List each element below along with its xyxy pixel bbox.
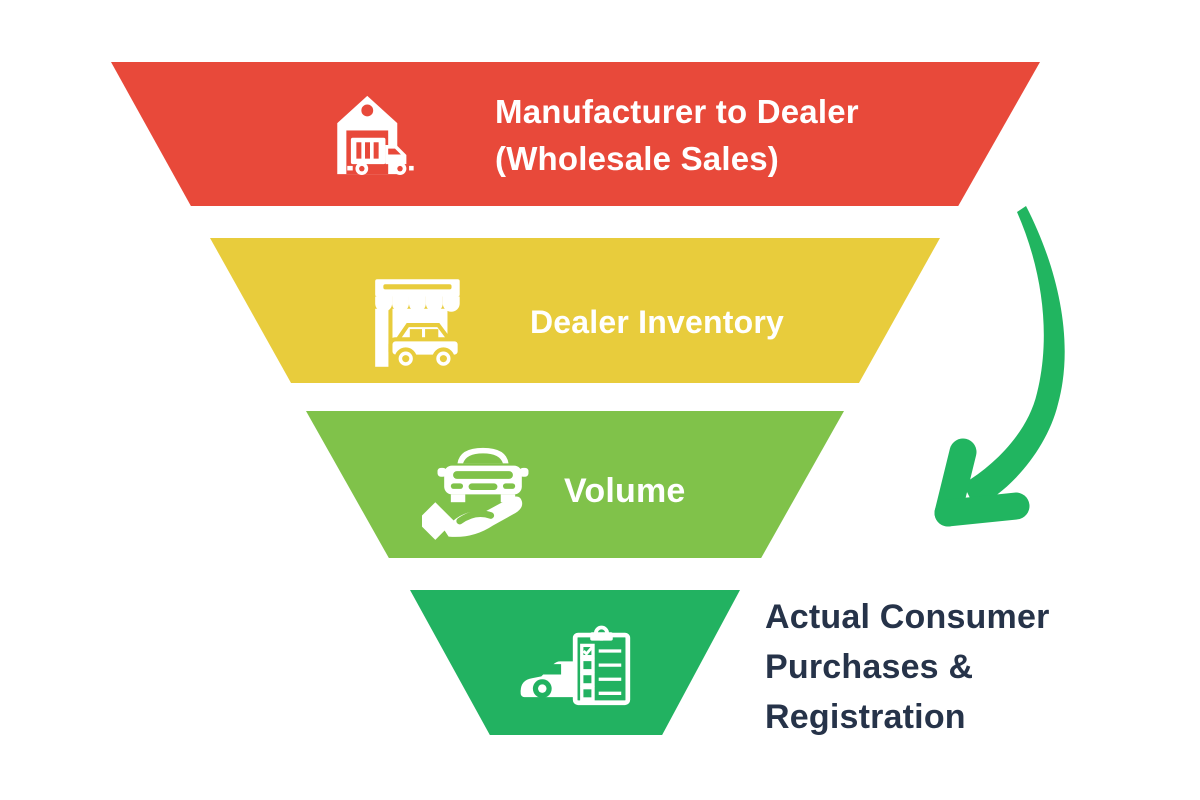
car-handover-icon [422, 433, 544, 547]
funnel-level-volume: Volume [306, 411, 844, 558]
warehouse-truck-icon [330, 78, 430, 192]
funnel-level-inventory-trapezoid [210, 238, 940, 383]
registration-label-line3: Registration [765, 698, 966, 736]
wholesale-label-line2: (Wholesale Sales) [495, 140, 779, 177]
car-checklist-icon [514, 620, 642, 714]
funnel-level-volume-trapezoid [306, 411, 844, 558]
funnel-level-wholesale-label: Manufacturer to Dealer (Wholesale Sales) [495, 88, 859, 182]
funnel-level-wholesale-trapezoid [111, 62, 1040, 206]
funnel-level-wholesale: Manufacturer to Dealer (Wholesale Sales) [111, 62, 1040, 206]
wholesale-label-line1: Manufacturer to Dealer [495, 93, 859, 130]
funnel-level-inventory-label: Dealer Inventory [530, 304, 784, 340]
registration-label-line2: Purchases & [765, 648, 974, 686]
funnel-level-registration [410, 590, 740, 735]
registration-label-line1: Actual Consumer [765, 598, 1050, 636]
storefront-car-icon [365, 264, 477, 382]
registration-label: Actual Consumer Purchases & Registration [765, 592, 1125, 742]
funnel-level-volume-label: Volume [564, 472, 686, 510]
funnel-level-inventory: Dealer Inventory [210, 238, 940, 383]
